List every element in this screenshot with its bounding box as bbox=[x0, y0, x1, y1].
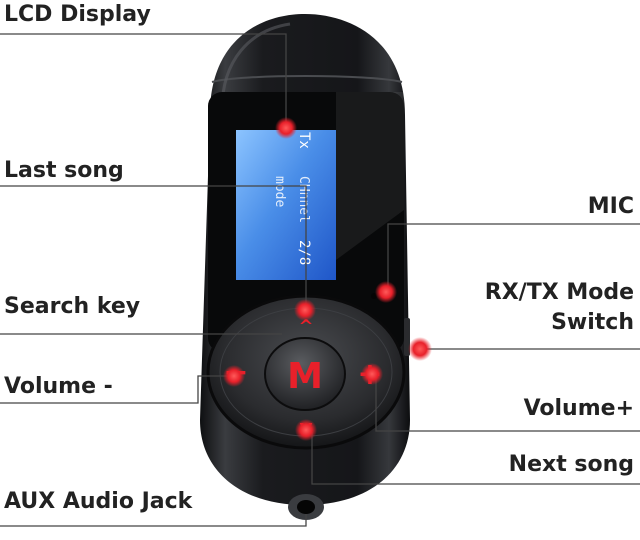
label-next-song: Next song bbox=[508, 452, 634, 477]
label-rx-tx-mode-switch: RX/TX Mode Switch bbox=[485, 280, 634, 336]
aux-jack-hole[interactable] bbox=[297, 500, 315, 514]
label-search-key: Search key bbox=[4, 294, 141, 319]
lcd-track-text: 2/8 bbox=[296, 240, 312, 265]
lcd-screen bbox=[236, 130, 336, 280]
lcd-text-group: Tx CHnnel 2/8 bbox=[296, 132, 312, 265]
lcd-mode-text: Tx bbox=[296, 132, 312, 149]
marker-mic bbox=[375, 281, 397, 303]
leader-aux bbox=[0, 514, 307, 527]
center-m-label: M bbox=[287, 356, 323, 397]
lcd-mode-line: mode bbox=[272, 176, 287, 207]
marker-next-song bbox=[295, 419, 317, 441]
markers bbox=[223, 117, 432, 441]
label-rx-tx-line1: RX/TX Mode bbox=[484, 280, 634, 305]
leader-volume-plus bbox=[375, 376, 640, 432]
label-last-song: Last song bbox=[4, 158, 124, 183]
marker-volume-plus bbox=[361, 363, 383, 385]
search-key-button[interactable]: ^ bbox=[298, 316, 313, 337]
leader-volume-minus bbox=[0, 375, 234, 404]
label-rx-tx-line2: Switch bbox=[551, 310, 634, 335]
marker-lcd bbox=[275, 117, 297, 139]
leader-lines bbox=[0, 33, 640, 527]
leader-lcd bbox=[0, 33, 287, 128]
label-volume-plus: Volume+ bbox=[523, 396, 634, 421]
label-volume-minus: Volume - bbox=[4, 374, 113, 399]
screen-glare bbox=[336, 92, 404, 260]
marker-volume-minus bbox=[223, 365, 245, 387]
marker-last-song bbox=[294, 299, 316, 321]
leader-last-song bbox=[0, 185, 307, 308]
lcd-channel-text: CHnnel bbox=[296, 176, 311, 223]
center-m-button[interactable] bbox=[264, 337, 346, 411]
marker-rx-tx bbox=[408, 337, 432, 361]
label-aux-audio-jack: AUX Audio Jack bbox=[4, 489, 193, 514]
label-mic: MIC bbox=[587, 194, 634, 219]
leader-next-song bbox=[311, 432, 640, 485]
leader-mic bbox=[387, 223, 640, 292]
label-lcd-display: LCD Display bbox=[4, 2, 151, 27]
